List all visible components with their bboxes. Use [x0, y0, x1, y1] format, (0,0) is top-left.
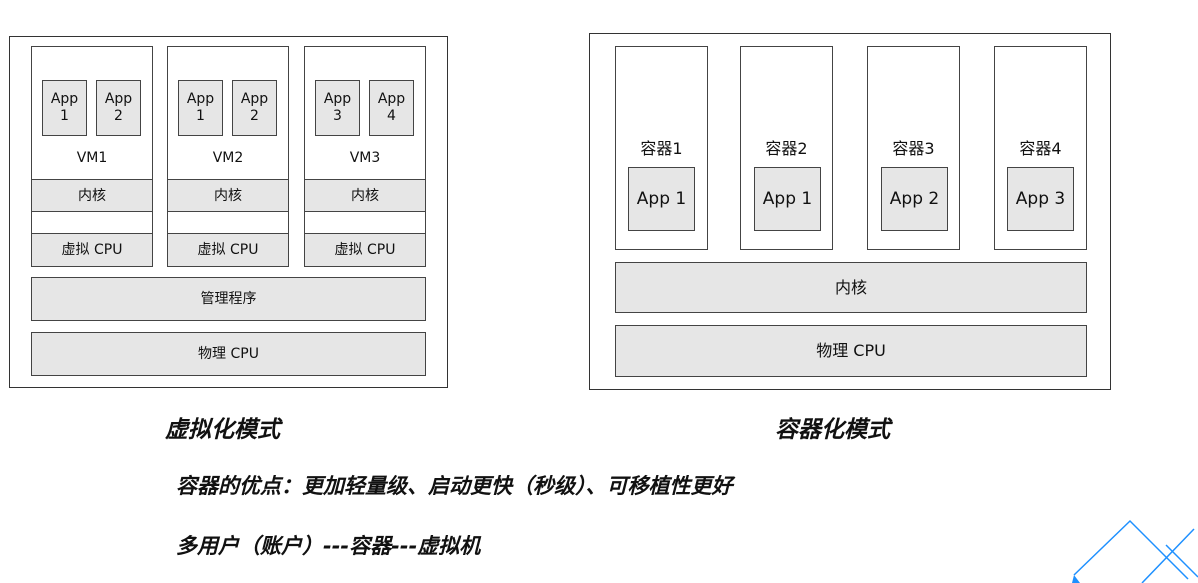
vm1-app-1: App 1 — [42, 80, 87, 136]
vm-physical-cpu-layer: 物理 CPU — [31, 332, 426, 376]
container-1-app: App 1 — [628, 167, 695, 231]
container-4-label: 容器4 — [1019, 139, 1062, 158]
container-1-label: 容器1 — [640, 139, 683, 158]
virtualization-caption: 虚拟化模式 — [165, 417, 280, 443]
container-3-app: App 2 — [881, 167, 948, 231]
vm2-vcpu: 虚拟 CPU — [167, 233, 289, 267]
vm3-kernel: 内核 — [304, 179, 426, 212]
container-2-app: App 1 — [754, 167, 821, 231]
vm3-app-1: App 3 — [315, 80, 360, 136]
container-kernel-layer: 内核 — [615, 262, 1087, 313]
container-4-app: App 3 — [1007, 167, 1074, 231]
vm1-label: VM1 — [76, 150, 108, 166]
vm1-kernel: 内核 — [31, 179, 153, 212]
advantages-note: 容器的优点：更加轻量级、启动更快（秒级）、可移植性更好 — [176, 474, 733, 498]
vm2-app-1: App 1 — [178, 80, 223, 136]
hypervisor-layer: 管理程序 — [31, 277, 426, 321]
vm2-kernel: 内核 — [167, 179, 289, 212]
containerization-caption: 容器化模式 — [775, 417, 890, 443]
vm1-app-2: App 2 — [96, 80, 141, 136]
vm3-vcpu: 虚拟 CPU — [304, 233, 426, 267]
corner-decoration-icon — [1072, 519, 1198, 583]
container-3-label: 容器3 — [892, 139, 935, 158]
container-2-label: 容器2 — [765, 139, 808, 158]
vm3-app-2: App 4 — [369, 80, 414, 136]
vm3-label: VM3 — [349, 150, 381, 166]
container-physical-cpu-layer: 物理 CPU — [615, 325, 1087, 377]
vm2-label: VM2 — [212, 150, 244, 166]
vm1-vcpu: 虚拟 CPU — [31, 233, 153, 267]
vm2-app-2: App 2 — [232, 80, 277, 136]
multi-user-note: 多用户（账户）---容器---虚拟机 — [176, 534, 481, 558]
